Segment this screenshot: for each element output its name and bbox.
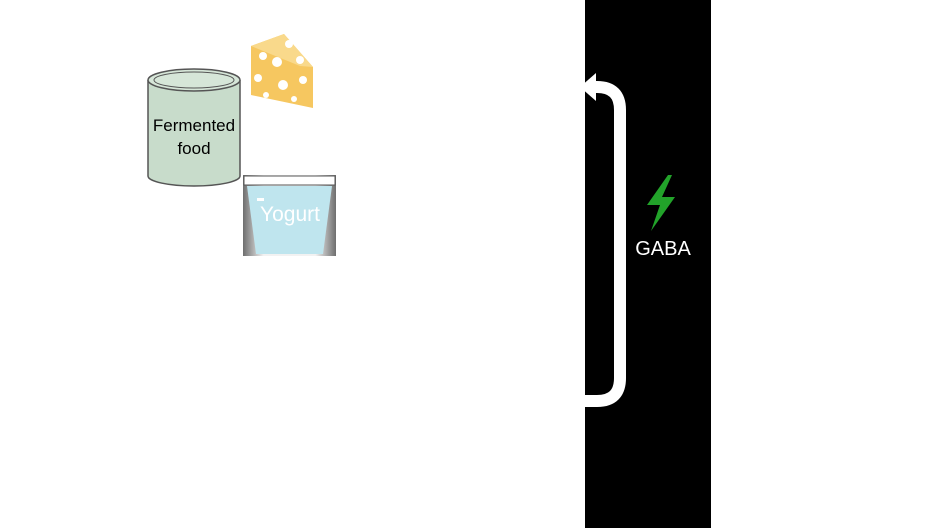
- gaba-label: GABA: [635, 238, 691, 260]
- yogurt-cup-icon: [243, 175, 336, 256]
- lightning-bolt-icon: [647, 175, 675, 231]
- dark-panel: [585, 0, 711, 528]
- fermented-food-label-line2: food: [177, 139, 211, 158]
- loop-arrow-icon: [580, 73, 626, 407]
- yogurt-label: Yogurt: [260, 203, 320, 226]
- fermented-food-can-icon: [147, 68, 241, 187]
- cheese-icon: [251, 34, 313, 108]
- fermented-food-label: Fermented food: [140, 114, 248, 160]
- fermented-food-label-line1: Fermented: [152, 116, 236, 135]
